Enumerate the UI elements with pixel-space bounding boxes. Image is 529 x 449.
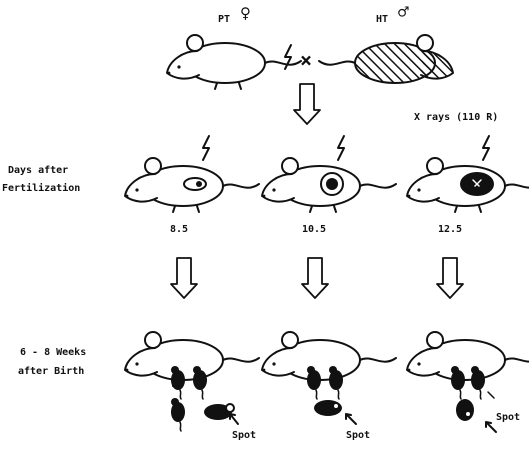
pup-1c	[171, 398, 185, 431]
mother-mouse-2	[262, 332, 396, 386]
spot-pointer-2	[346, 414, 356, 424]
spot-pointer-3b	[488, 392, 494, 398]
male-symbol: ♂	[398, 5, 409, 21]
spot-label-1: Spot	[232, 428, 256, 444]
fertilization-label-line1: Days after	[8, 163, 68, 179]
birth-label-line1: 6 - 8 Weeks	[20, 345, 86, 361]
day-value-3: 12.5	[438, 222, 462, 238]
mother-mouse-1	[125, 332, 259, 386]
fertilization-label-line2: Fertilization	[2, 181, 80, 197]
cross-arrow	[294, 84, 320, 124]
parent-male-mouse	[319, 35, 453, 83]
spotted-pup-2	[314, 400, 342, 416]
female-strain-label: PT	[218, 12, 230, 28]
xray-bolt-3	[483, 136, 489, 160]
spot-pointer-1	[230, 414, 238, 424]
arrow-day-12-5	[437, 258, 463, 298]
xray-bolt-2	[338, 136, 344, 160]
cross-symbol: ×	[300, 52, 312, 68]
spot-label-3: Spot	[496, 410, 520, 426]
day-value-1: 8.5	[170, 222, 188, 238]
spotted-pup-3	[456, 399, 474, 421]
xray-bolt-1	[203, 136, 209, 160]
arrow-day-10-5	[302, 258, 328, 298]
xray-dose-label: X rays (110 R)	[414, 110, 498, 126]
pregnant-mouse-2	[262, 158, 396, 212]
arrow-day-8-5	[171, 258, 197, 298]
day-value-2: 10.5	[302, 222, 326, 238]
pregnant-mouse-1	[125, 158, 259, 212]
pregnant-mouse-3	[407, 158, 529, 212]
spot-label-2: Spot	[346, 428, 370, 444]
mother-mouse-3	[407, 332, 529, 386]
male-strain-label: HT	[376, 12, 388, 28]
birth-label-line2: after Birth	[18, 364, 84, 380]
female-symbol: ♀	[240, 6, 251, 22]
parent-female-mouse	[167, 35, 301, 89]
spot-pointer-3	[486, 422, 496, 432]
